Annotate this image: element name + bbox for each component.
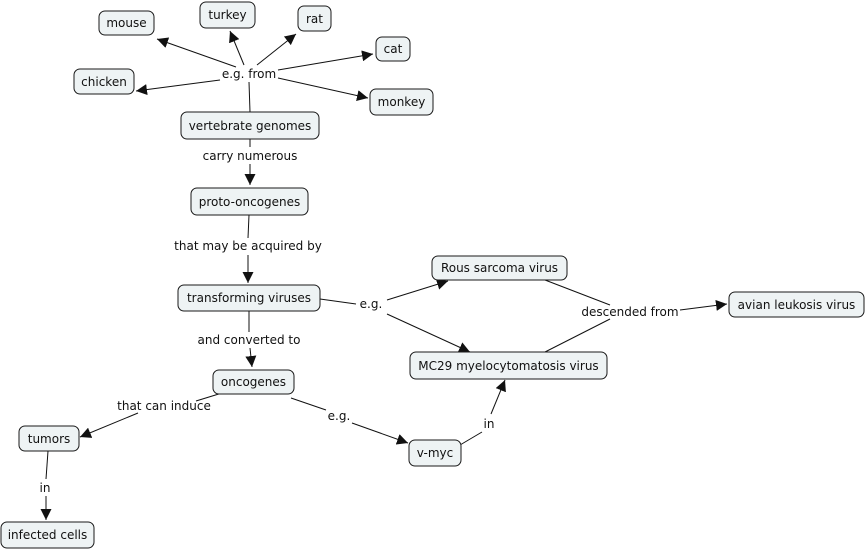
concept-v-myc[interactable]: v-myc [408,439,462,467]
connector-oncogenes-to-eg2 [290,397,327,411]
concept-infected-cells-label: infected cells [8,528,88,542]
concept-mc29-myelocytomatosis-virus[interactable]: MC29 myelocytomatosis virus [409,351,608,380]
concept-rat-label: rat [306,12,323,26]
connectors [40,30,728,520]
connector-eg2-to-vmyc [351,422,409,445]
connector-transforming-to-eg [319,298,357,305]
connector-converted-to-oncogenes [245,347,257,368]
concept-tumors-label: tumors [28,432,71,446]
concept-transforming-viruses[interactable]: transforming viruses [177,284,321,312]
concept-turkey-label: turkey [208,8,246,22]
concept-tumors[interactable]: tumors [18,425,80,452]
link-label-eg-viruses: e.g. [360,297,383,311]
connector-descended-to-avian [679,299,728,311]
connector-genomes-to-egfrom [248,81,251,113]
concept-oncogenes[interactable]: oncogenes [212,369,295,395]
link-label-in-v-myc: in [484,417,495,431]
concept-avian-leukosis-virus-label: avian leukosis virus [738,298,856,312]
concept-rous-sarcoma-virus[interactable]: Rous sarcoma virus [431,255,568,281]
concept-rous-sarcoma-virus-label: Rous sarcoma virus [441,261,558,275]
concept-transforming-viruses-label: transforming viruses [187,291,311,305]
connector-vmyc-to-in [459,431,483,446]
link-label-carry-numerous: carry numerous [203,149,298,163]
concept-mouse[interactable]: mouse [98,10,155,36]
concept-monkey[interactable]: monkey [369,88,434,116]
connector-tumors-to-in [45,450,49,480]
link-label-in-tumors: in [40,481,51,495]
concept-turkey[interactable]: turkey [199,1,256,29]
concept-mc29-myelocytomatosis-virus-label: MC29 myelocytomatosis virus [418,359,598,373]
concept-vertebrate-genomes-label: vertebrate genomes [189,119,312,133]
concept-cat[interactable]: cat [375,36,411,62]
concept-chicken[interactable]: chicken [73,68,135,95]
concept-vertebrate-genomes[interactable]: vertebrate genomes [180,111,320,140]
connector-eg-to-mc29 [386,313,471,353]
connector-protooncogenes-to-acquired [247,214,250,239]
connector-caninduce-to-tumors [79,412,139,438]
connector-eg-to-rous [386,279,449,301]
connector-in-to-mc29 [490,379,506,415]
concept-monkey-label: monkey [378,95,426,109]
connector-egfrom-to-chicken [135,79,221,96]
connector-egfrom-to-turkey [229,30,245,66]
concept-infected-cells[interactable]: infected cells [0,521,95,549]
connector-egfrom-to-mouse [156,37,237,68]
concept-rat[interactable]: rat [297,5,332,32]
link-label-and-converted-to: and converted to [198,333,301,347]
link-label-that-can-induce: that can induce [117,399,211,413]
concept-chicken-label: chicken [81,75,127,89]
concept-proto-oncogenes[interactable]: proto-oncogenes [190,187,309,216]
concept-proto-oncogenes-label: proto-oncogenes [199,195,301,209]
link-label-eg-from: e.g. from [222,67,276,81]
connector-mc29-to-descended [544,318,611,353]
connector-egfrom-to-monkey [277,77,369,101]
concept-mouse-label: mouse [106,16,146,30]
link-label-descended-from: descended from [581,305,678,319]
concept-v-myc-label: v-myc [417,446,454,460]
concept-oncogenes-label: oncogenes [221,375,286,389]
link-label-eg-oncogenes: e.g. [328,409,351,423]
connector-rous-to-descended [544,279,611,306]
connector-egfrom-to-rat [256,33,297,66]
concept-avian-leukosis-virus[interactable]: avian leukosis virus [728,291,865,318]
link-label-that-may-be-acquired-by: that may be acquired by [174,239,322,253]
concept-cat-label: cat [384,42,403,56]
connector-egfrom-to-cat [277,50,374,71]
